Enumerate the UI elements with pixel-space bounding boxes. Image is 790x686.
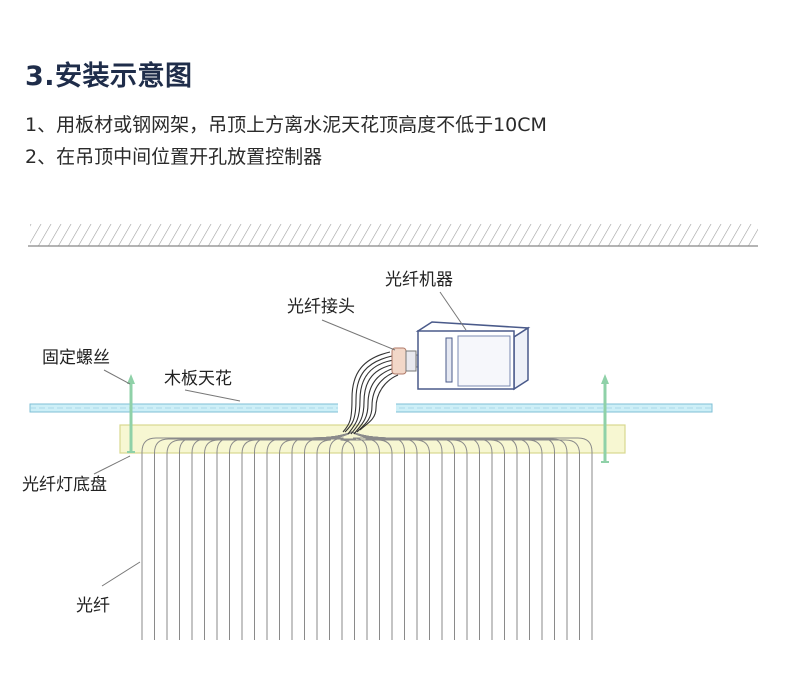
- fiber-strand: [141, 431, 353, 640]
- fiber-strand: [311, 431, 353, 640]
- fiber-strand: [351, 431, 443, 640]
- label-base-plate: 光纤灯底盘: [22, 475, 107, 495]
- fiber-strand: [351, 431, 393, 640]
- instruction-2: 2、在吊顶中间位置开孔放置控制器: [25, 146, 323, 168]
- concrete-ceiling: [28, 224, 758, 247]
- fiber-strand: [351, 431, 493, 640]
- fiber-strand: [191, 431, 353, 640]
- fiber-strand: [351, 431, 568, 640]
- fiber-strand: [254, 431, 353, 640]
- label-fiber: 光纤: [76, 596, 110, 616]
- fiber-strand: [351, 431, 468, 640]
- fiber-strand: [291, 431, 353, 640]
- label-fixing-screw: 固定螺丝: [42, 348, 110, 368]
- fiber-strand: [154, 431, 353, 640]
- fiber-strand: [216, 431, 353, 640]
- fiber-strand: [351, 431, 430, 640]
- fiber-strand: [311, 431, 357, 640]
- instruction-1: 1、用板材或钢网架，吊顶上方离水泥天花顶高度不低于10CM: [25, 114, 547, 136]
- fiber-strand: [351, 431, 593, 640]
- fiber-strand: [351, 431, 405, 640]
- fiber-strand: [351, 431, 555, 640]
- fiber-strand: [311, 431, 353, 640]
- fiber-strand: [241, 431, 353, 640]
- fiber-strand: [351, 431, 505, 640]
- label-wood-ceiling: 木板天花: [164, 369, 232, 389]
- fiber-strand: [351, 431, 480, 640]
- fiber-strand: [351, 431, 580, 640]
- fiber-strand: [340, 431, 393, 640]
- fiber-strand: [166, 431, 353, 640]
- label-fiber-connector: 光纤接头: [287, 297, 355, 317]
- fixing-screw-left: [127, 374, 135, 453]
- label-fiber-machine: 光纤机器: [385, 270, 453, 290]
- fiber-strand: [351, 431, 530, 640]
- fiber-strand: [351, 431, 543, 640]
- leader-lines: [93, 291, 467, 587]
- fiber-strand: [279, 431, 353, 640]
- fiber-strand: [229, 431, 353, 640]
- fiber-strand: [351, 431, 393, 640]
- fiber-strands: [141, 431, 593, 640]
- fiber-strand: [351, 431, 418, 640]
- fixing-screw-right: [601, 374, 609, 463]
- page-title: 3.安装示意图: [25, 61, 193, 92]
- fiber-machine: [415, 321, 531, 391]
- fiber-strand: [351, 431, 393, 640]
- fiber-strand: [179, 431, 353, 640]
- fiber-bundle: [342, 351, 399, 435]
- fiber-strand: [304, 431, 353, 640]
